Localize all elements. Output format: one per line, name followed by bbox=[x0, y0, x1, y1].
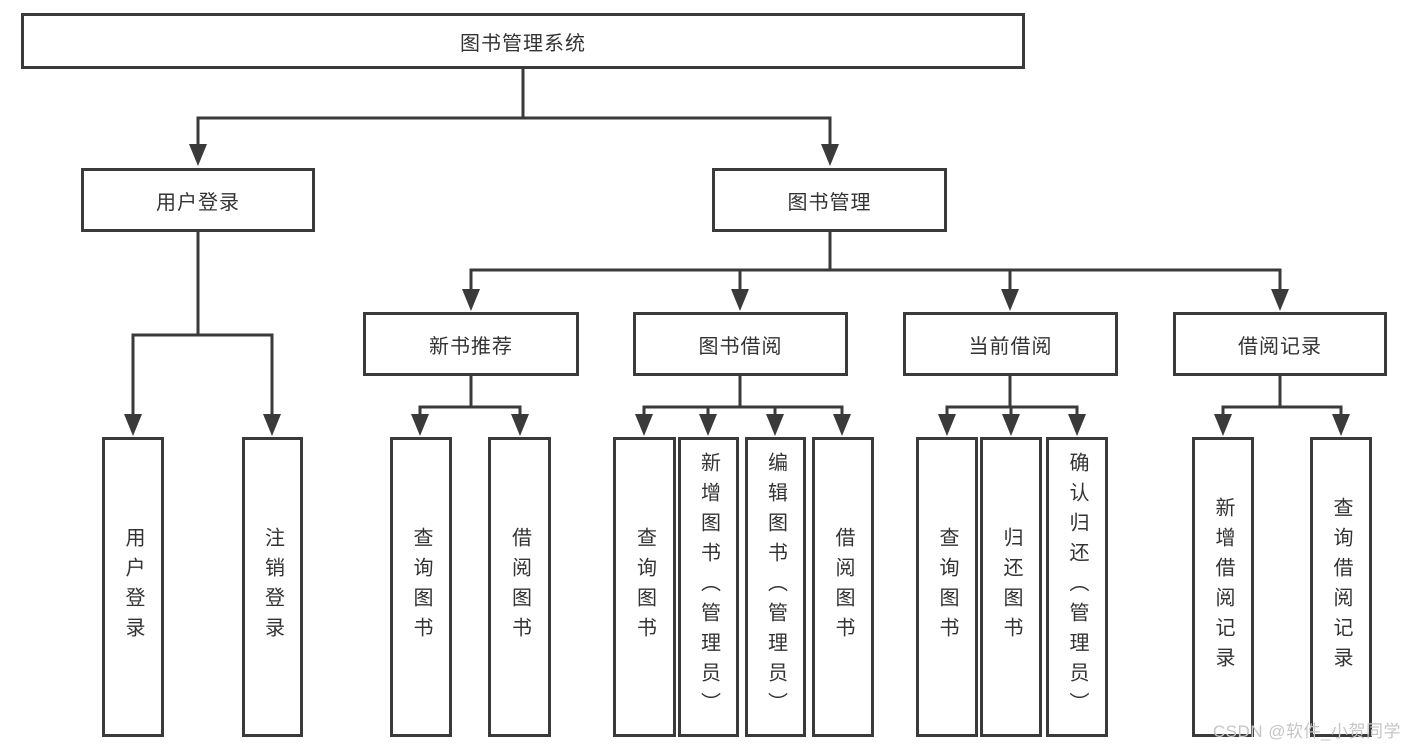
leaf-add-book-admin: 新增图书（管理员） bbox=[678, 437, 739, 737]
connector-user-login bbox=[131, 232, 274, 417]
leaf-borrow-book-label: 借阅图书 bbox=[832, 527, 854, 647]
arrow-down-icon bbox=[766, 414, 784, 436]
connector-lines bbox=[131, 69, 1343, 417]
arrow-down-icon bbox=[189, 144, 207, 166]
leaf-add-borrow-record: 新增借阅记录 bbox=[1192, 437, 1254, 737]
arrow-down-icon bbox=[511, 414, 529, 436]
arrow-down-icon bbox=[635, 414, 653, 436]
leaf-newbook-borrow-label: 借阅图书 bbox=[508, 527, 531, 647]
leaf-user-login-label: 用户登录 bbox=[122, 527, 144, 647]
leaf-return-book-label: 归还图书 bbox=[1000, 527, 1022, 647]
leaf-current-query-label: 查询图书 bbox=[936, 527, 958, 647]
node-root-label: 图书管理系统 bbox=[460, 32, 586, 55]
node-borrow-records-label: 借阅记录 bbox=[1238, 335, 1322, 358]
node-root: 图书管理系统 bbox=[21, 13, 1025, 69]
node-borrow-records: 借阅记录 bbox=[1173, 312, 1387, 376]
leaf-add-borrow-record-label: 新增借阅记录 bbox=[1212, 497, 1234, 677]
leaf-edit-book-admin-label: 编辑图书（管理员） bbox=[764, 452, 787, 722]
arrow-down-icon bbox=[263, 414, 281, 436]
leaf-query-borrow-record: 查询借阅记录 bbox=[1310, 437, 1372, 737]
leaf-query-borrow-record-label: 查询借阅记录 bbox=[1330, 497, 1352, 677]
arrow-down-icon bbox=[1214, 414, 1232, 436]
leaf-confirm-return-admin: 确认归还（管理员） bbox=[1046, 437, 1108, 737]
arrow-down-icon bbox=[1271, 289, 1289, 311]
leaf-borrow-book: 借阅图书 bbox=[812, 437, 874, 737]
arrow-down-icon bbox=[833, 414, 851, 436]
leaf-user-login: 用户登录 bbox=[102, 437, 164, 737]
connector-borrow-records bbox=[1221, 376, 1343, 417]
leaf-return-book: 归还图书 bbox=[980, 437, 1042, 737]
leaf-newbook-query-label: 查询图书 bbox=[410, 527, 432, 647]
arrow-down-icon bbox=[699, 414, 717, 436]
node-book-management: 图书管理 bbox=[712, 168, 947, 232]
leaf-newbook-borrow: 借阅图书 bbox=[488, 437, 551, 737]
csdn-watermark: CSDN @软件_小贺同学 bbox=[1212, 722, 1401, 741]
leaf-logout-label: 注销登录 bbox=[261, 527, 284, 647]
connector-current-borrow bbox=[945, 376, 1079, 417]
leaf-add-book-admin-label: 新增图书（管理员） bbox=[697, 452, 720, 722]
node-book-borrow-label: 图书借阅 bbox=[698, 335, 783, 358]
node-book-management-label: 图书管理 bbox=[787, 191, 872, 214]
node-current-borrow: 当前借阅 bbox=[903, 312, 1118, 376]
arrow-down-icon bbox=[411, 414, 429, 436]
leaf-edit-book-admin: 编辑图书（管理员） bbox=[745, 437, 806, 737]
node-user-login: 用户登录 bbox=[81, 168, 315, 232]
leaf-logout: 注销登录 bbox=[242, 437, 303, 737]
arrow-down-icon bbox=[124, 414, 142, 436]
node-user-login-label: 用户登录 bbox=[156, 191, 240, 214]
connector-root bbox=[196, 69, 832, 147]
arrow-down-icon bbox=[1332, 414, 1350, 436]
arrow-down-icon bbox=[1002, 414, 1020, 436]
node-book-borrow: 图书借阅 bbox=[633, 312, 848, 376]
node-new-book-recommend-label: 新书推荐 bbox=[429, 335, 513, 358]
arrow-down-icon bbox=[731, 289, 749, 311]
leaf-borrow-query: 查询图书 bbox=[613, 437, 676, 737]
leaf-confirm-return-admin-label: 确认归还（管理员） bbox=[1066, 452, 1088, 722]
leaf-borrow-query-label: 查询图书 bbox=[633, 527, 656, 647]
connector-book-borrow bbox=[642, 376, 844, 417]
leaf-current-query: 查询图书 bbox=[916, 437, 978, 737]
connector-new-books bbox=[418, 376, 522, 417]
arrow-down-icon bbox=[1068, 414, 1086, 436]
arrow-down-icon bbox=[462, 289, 480, 311]
connector-book-mgmt bbox=[469, 232, 1282, 292]
node-current-borrow-label: 当前借阅 bbox=[968, 335, 1053, 358]
arrowheads bbox=[124, 144, 1350, 436]
leaf-newbook-query: 查询图书 bbox=[390, 437, 452, 737]
arrow-down-icon bbox=[938, 414, 956, 436]
arrow-down-icon bbox=[1001, 289, 1019, 311]
arrow-down-icon bbox=[821, 144, 839, 166]
node-new-book-recommend: 新书推荐 bbox=[363, 312, 579, 376]
